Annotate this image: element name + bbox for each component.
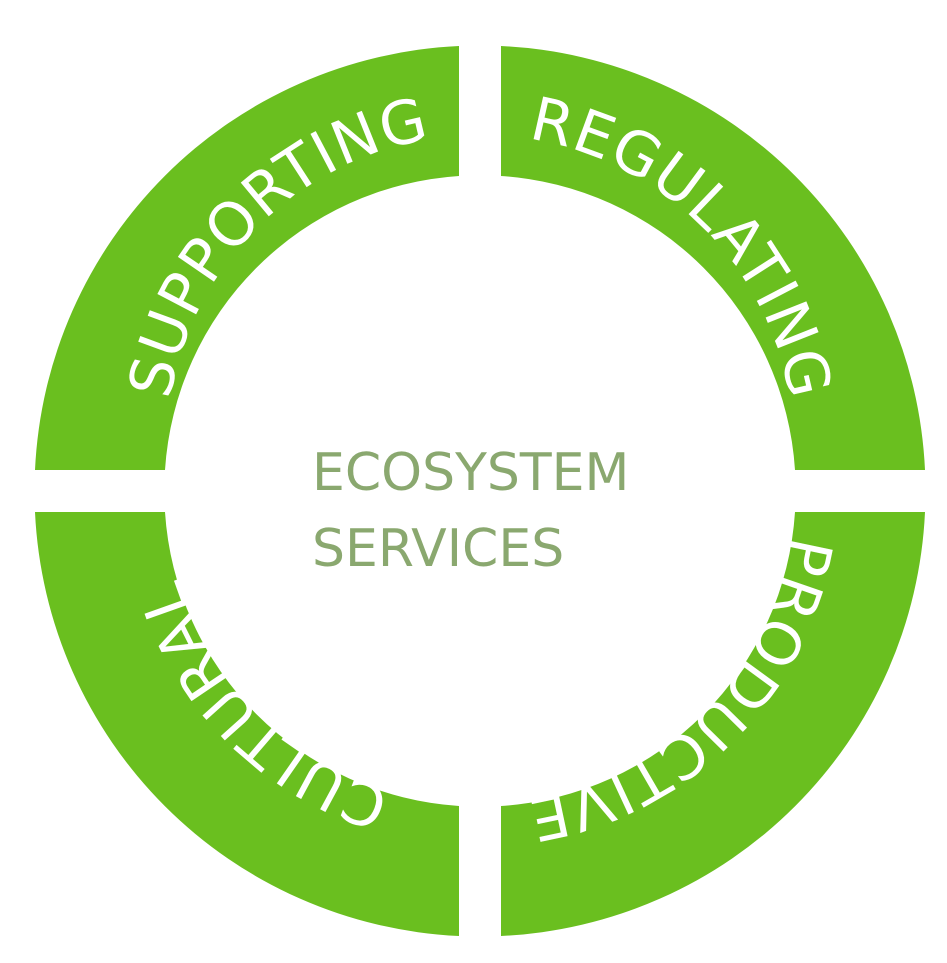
- center-title-line-1: ECOSYSTEM: [312, 443, 629, 503]
- ring-segment-productive: [501, 512, 925, 936]
- ring-segment-regulating: [501, 46, 925, 470]
- center-title-line-2: SERVICES: [312, 519, 564, 579]
- ring-segment-supporting: [35, 46, 459, 470]
- ring-segment-cultural: [35, 512, 459, 936]
